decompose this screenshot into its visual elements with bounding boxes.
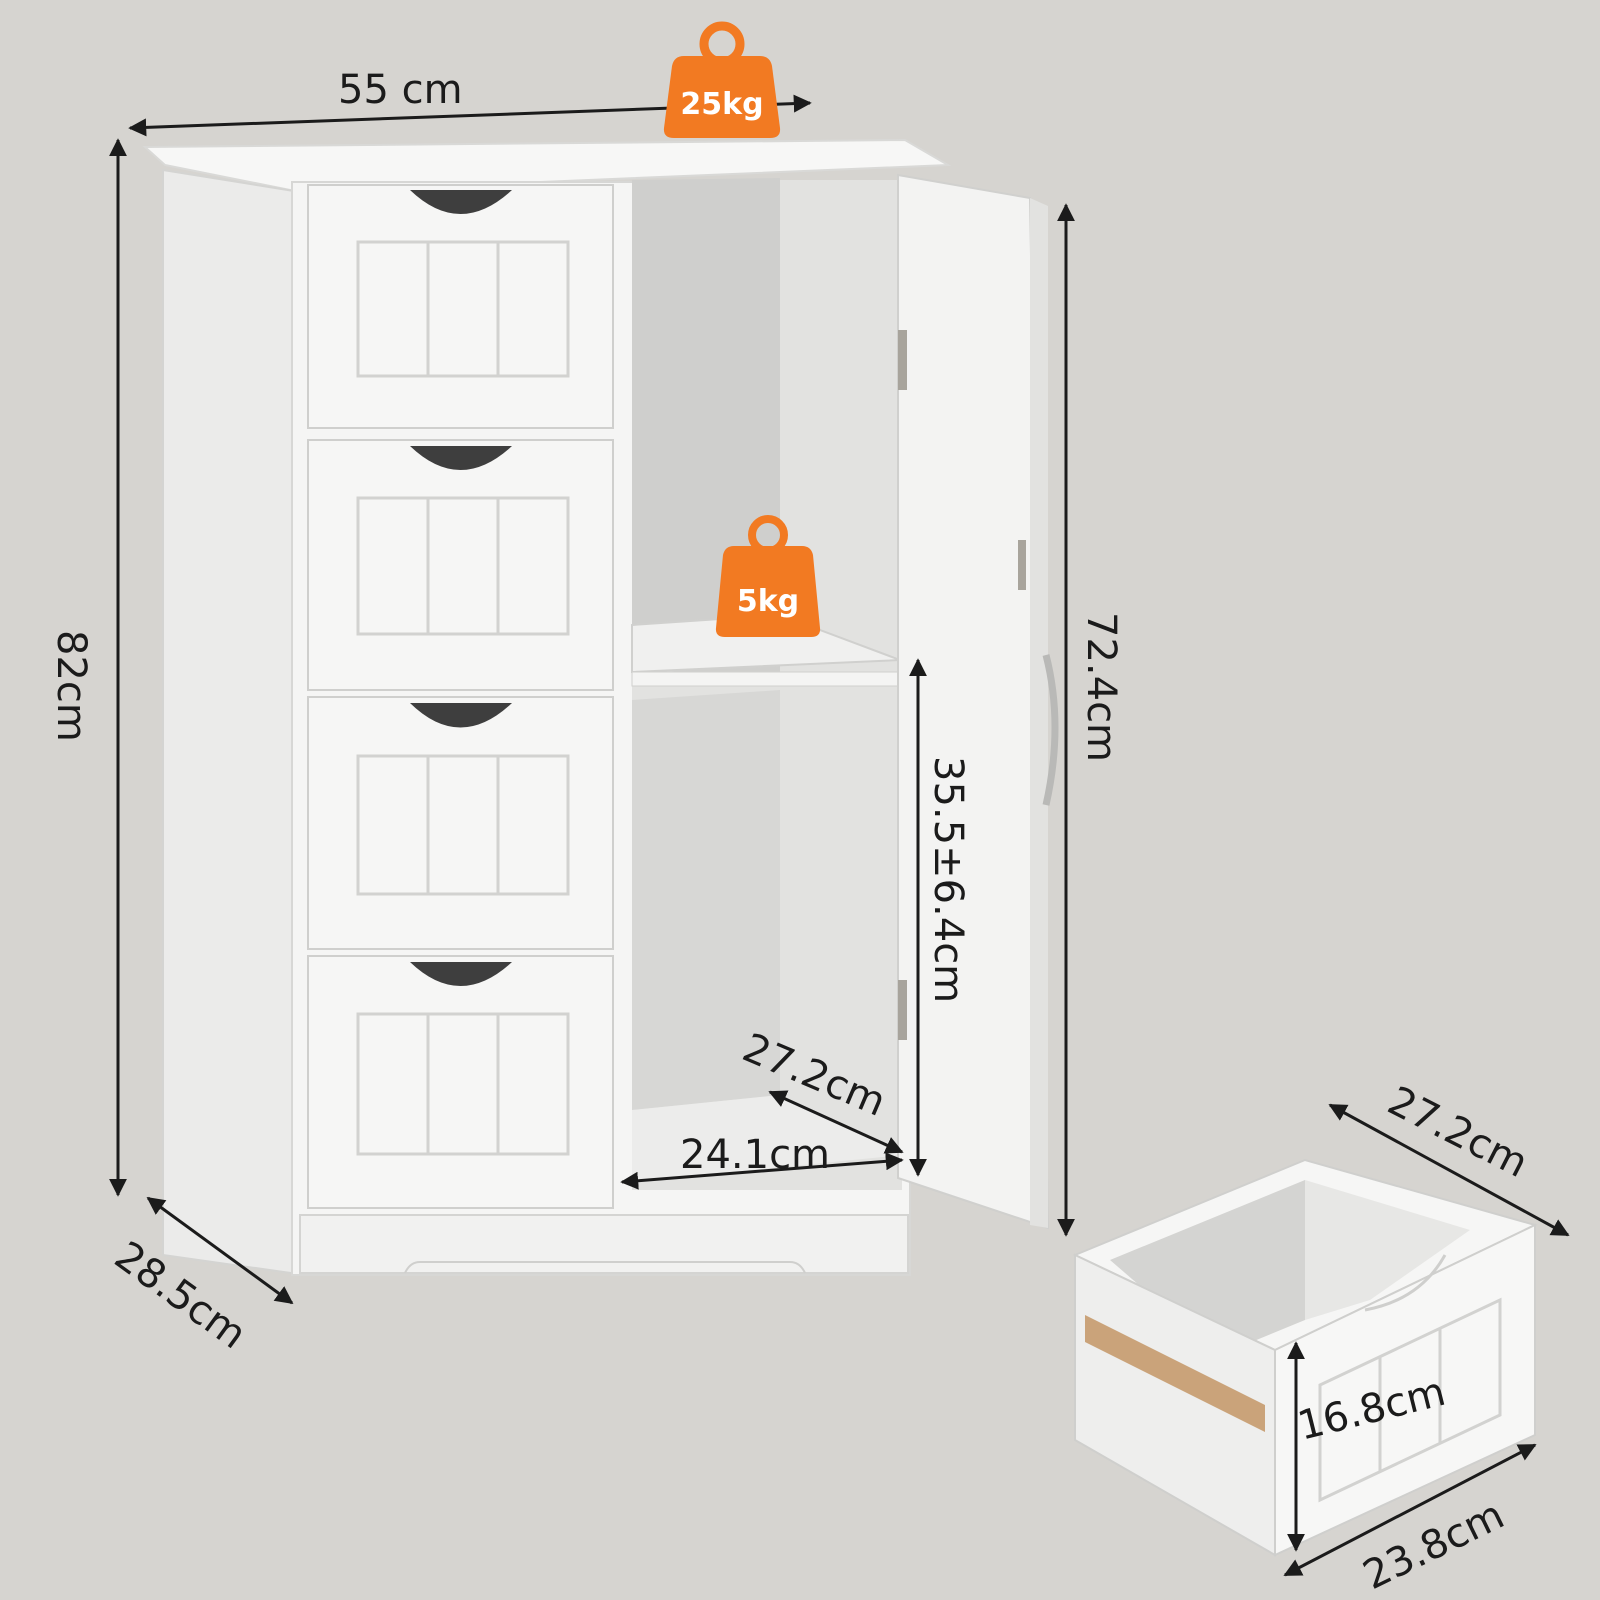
drawer-width-label: 23.8cm	[1356, 1492, 1511, 1599]
weight-icon	[663, 21, 781, 138]
drawer-1	[307, 184, 614, 429]
drawer-width-line	[1283, 1443, 1537, 1577]
shelf-gap-label: 35.5±6.4cm	[925, 756, 971, 1003]
cabinet-side	[162, 168, 307, 1277]
cabinet-plinth	[299, 1214, 909, 1274]
hinge-bottom	[898, 980, 907, 1040]
shelf-load-label: 5kg	[737, 584, 799, 619]
width-label: 55 cm	[338, 67, 463, 113]
height-label: 82cm	[48, 630, 94, 742]
door-height-label: 72.4cm	[1078, 612, 1124, 762]
door-magnet	[1018, 540, 1026, 590]
top-load-badge: 25kg	[663, 21, 781, 138]
drawer-detail	[1072, 1158, 1538, 1557]
depth-line	[146, 1196, 294, 1305]
cabinet	[142, 138, 1059, 1277]
drawer-3	[307, 696, 614, 950]
top-load-label: 25kg	[680, 87, 763, 122]
inner-depth-line	[768, 1090, 904, 1154]
drawer-2	[307, 439, 614, 691]
cabinet-top	[142, 138, 952, 194]
drawer-depth-line	[1328, 1103, 1570, 1237]
shelf-load-badge: 5kg	[715, 515, 821, 637]
weight-icon	[715, 515, 821, 637]
cabinet-door	[897, 173, 1059, 1230]
door-handle	[1042, 654, 1059, 806]
open-compartment	[631, 178, 902, 1190]
drawer-depth-label: 27.2cm	[1380, 1078, 1535, 1187]
inner-width-line	[620, 1152, 904, 1190]
hinge-top	[898, 330, 907, 390]
inner-width-label: 24.1cm	[680, 1132, 830, 1178]
drawer-4	[307, 955, 614, 1209]
